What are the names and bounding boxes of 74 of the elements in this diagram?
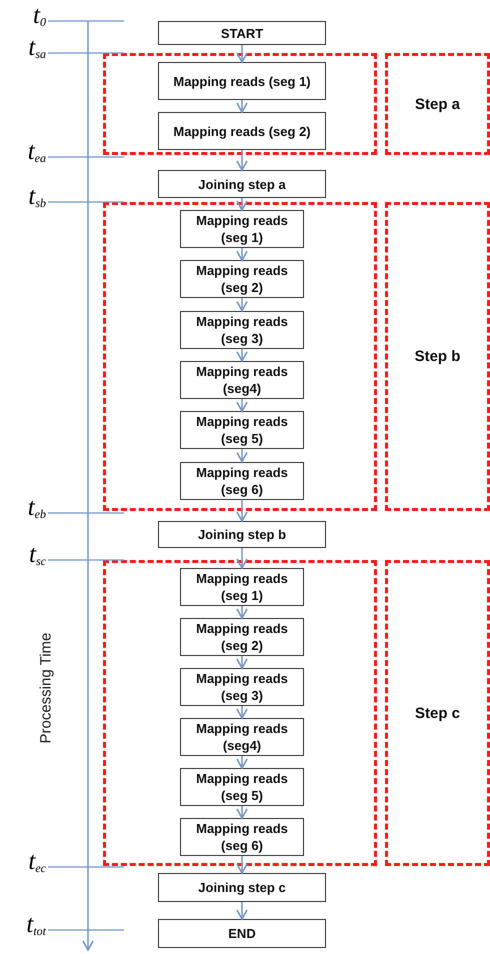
process-label: Mapping reads (seg 5) xyxy=(195,770,289,804)
process-box xyxy=(180,310,304,349)
axis-title: Processing Time xyxy=(38,634,54,744)
arrow xyxy=(236,449,248,462)
time-marker-label: t$_{ec}$ xyxy=(28,849,46,877)
step-frame xyxy=(385,560,490,866)
arrow xyxy=(236,398,248,412)
process-box xyxy=(180,768,304,806)
process-box xyxy=(158,873,326,902)
process-label: Mapping reads (seg 1) xyxy=(195,570,289,604)
time-marker-label: t$_{0}$ xyxy=(33,3,46,31)
time-marker-label: t$_{sb}$ xyxy=(28,184,46,212)
process-label: END xyxy=(228,925,256,942)
arrow xyxy=(236,150,248,171)
process-label: Mapping reads (seg4) xyxy=(195,362,289,397)
time-marker-label: t$_{ea}$ xyxy=(28,139,46,167)
arrow xyxy=(236,656,248,669)
process-label: Joining step c xyxy=(198,879,286,896)
process-label: Mapping reads (seg4) xyxy=(195,720,289,754)
arrow xyxy=(236,348,248,362)
dashed-group-frame xyxy=(103,560,377,866)
arrow xyxy=(236,806,248,819)
process-box xyxy=(180,668,304,706)
process-label: Mapping reads (seg 1) xyxy=(195,212,289,246)
arrow xyxy=(236,548,248,569)
process-label: Joining step b xyxy=(198,526,286,543)
dashed-group-frame xyxy=(103,202,377,511)
arrow xyxy=(236,756,248,769)
arrow xyxy=(236,856,248,874)
process-label: Mapping reads (seg 6) xyxy=(195,820,289,854)
arrow xyxy=(236,902,248,920)
time-marker-label: t$_{sc}$ xyxy=(29,542,46,570)
process-box xyxy=(180,360,304,399)
process-label: Mapping reads (seg 3) xyxy=(195,670,289,704)
arrow xyxy=(236,500,248,522)
process-label: Mapping reads (seg 2) xyxy=(173,122,311,140)
arrow xyxy=(236,198,248,211)
process-label: Mapping reads (seg 1) xyxy=(173,72,311,90)
arrow xyxy=(236,248,248,262)
arrow xyxy=(236,606,248,619)
process-box xyxy=(158,919,326,948)
arrow xyxy=(236,706,248,719)
time-marker-label: t$_{sa}$ xyxy=(28,35,46,63)
process-box xyxy=(180,718,304,756)
process-label: Joining step a xyxy=(198,176,286,192)
step-frame xyxy=(385,53,490,155)
time-marker-label: t$_{eb}$ xyxy=(28,495,46,523)
process-box xyxy=(180,210,304,248)
process-label: Mapping reads (seg 2) xyxy=(195,262,289,296)
process-box xyxy=(180,260,304,298)
arrow xyxy=(236,100,248,113)
step-label: Step c xyxy=(414,704,460,722)
process-label: START xyxy=(220,24,264,42)
process-box xyxy=(158,21,326,45)
step-label: Step a xyxy=(414,96,460,112)
dashed-group-frame xyxy=(103,53,377,155)
step-label: Step b xyxy=(414,348,460,365)
arrow xyxy=(236,45,248,63)
process-box xyxy=(180,462,304,500)
time-marker-label: t$_{tot}$ xyxy=(26,912,46,940)
arrow xyxy=(236,298,248,312)
process-label: Mapping reads (seg 5) xyxy=(195,413,289,448)
process-box xyxy=(158,521,326,548)
process-label: Mapping reads (seg 6) xyxy=(195,464,289,498)
process-label: Mapping reads (seg 3) xyxy=(195,312,289,347)
process-box xyxy=(180,818,304,856)
step-frame xyxy=(385,202,490,511)
process-box xyxy=(158,112,326,150)
process-box xyxy=(180,568,304,606)
process-box xyxy=(158,170,326,198)
process-box xyxy=(158,62,326,100)
process-label: Mapping reads (seg 2) xyxy=(195,620,289,654)
process-box xyxy=(180,618,304,656)
process-box xyxy=(180,411,304,450)
